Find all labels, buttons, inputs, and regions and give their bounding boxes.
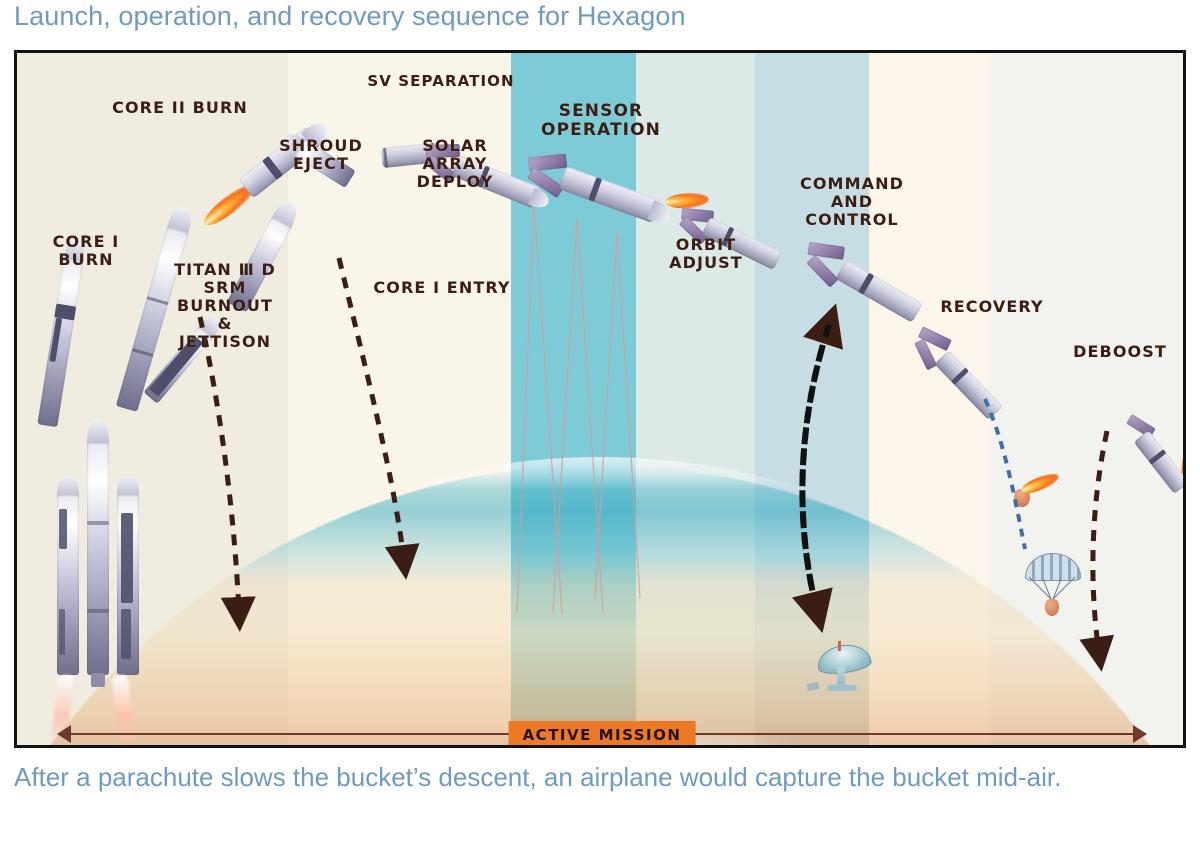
label-deboost: DEBOOST [1073,342,1167,361]
active-mission-span: ACTIVE MISSION [57,721,1147,745]
illustration-plate: CORE II BURN SV SEPARATION SHROUD EJECT … [17,53,1183,745]
label-titan-iii-d: TITAN Ⅲ D SRM BURNOUT & JETTISON [174,260,276,351]
label-solar-array-deploy: SOLAR ARRAY DEPLOY [416,136,494,191]
figure-caption: After a parachute slows the bucket’s des… [14,762,1062,792]
active-mission-arrow-right [1133,725,1147,743]
label-recovery: RECOVERY [940,297,1044,316]
label-sensor-operation: SENSOR OPERATION [541,101,661,141]
band-overlay-pale-mint [636,53,755,745]
label-core-ii-burn: CORE II BURN [112,98,248,117]
label-orbit-adjust: ORBIT ADJUST [669,235,743,272]
label-sv-separation: SV SEPARATION [367,72,515,90]
bucket-payload [1045,599,1059,616]
ground-station-dish [806,641,873,697]
launch-vehicle [41,413,161,745]
parachute [1025,553,1081,616]
page-title: Launch, operation, and recovery sequence… [14,1,686,31]
label-shroud-eject: SHROUD EJECT [279,136,363,173]
band-overlay-cool-white [989,53,1183,745]
label-core-i-entry: CORE I ENTRY [373,278,511,297]
label-command-control: COMMAND AND CONTROL [800,174,904,229]
label-core-i-burn: CORE I BURN [52,232,120,269]
active-mission-arrow-left [57,725,71,743]
figure-frame: CORE II BURN SV SEPARATION SHROUD EJECT … [14,50,1186,748]
active-mission-badge: ACTIVE MISSION [508,721,696,745]
